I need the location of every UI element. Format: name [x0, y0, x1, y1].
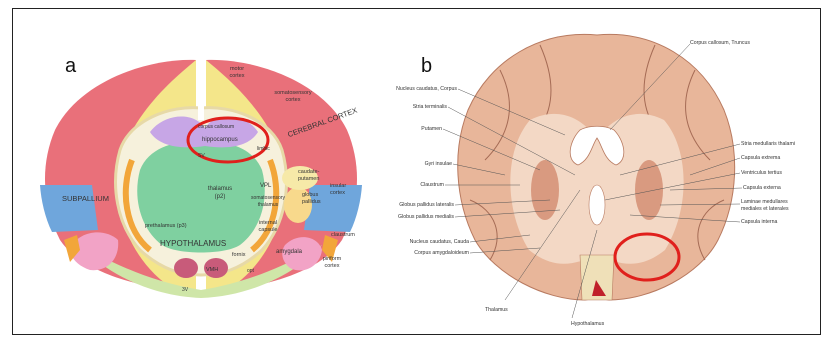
label-b-right-2: Capsula extrema: [741, 155, 780, 161]
label-hypothalamus: HYPOTHALAMUS: [160, 239, 226, 248]
label-b-right-3: Ventriculus tertius: [741, 170, 782, 176]
third-ventricle: [589, 185, 605, 225]
label-b-left-4: Claustrum: [420, 182, 444, 188]
label-b-left-2: Putamen: [421, 126, 442, 132]
label-prethalamus: prethalamus (p3): [145, 223, 187, 229]
label-sv: SV: [198, 153, 205, 159]
label-globus-1: globus: [302, 192, 318, 198]
label-limbic: limbic: [257, 146, 270, 152]
label-vpl: VPL: [260, 183, 272, 189]
label-hippocampus: hippocampus: [202, 137, 238, 143]
label-thalamus-1: thalamus: [208, 186, 232, 192]
label-internal-1: internal: [259, 220, 277, 226]
label-b-right-4: Capsula externa: [743, 185, 781, 191]
label-b-left-8: Corpus amygdaloideum: [414, 250, 469, 256]
subpallium-left: [40, 185, 98, 232]
label-insular-2: cortex: [330, 190, 345, 196]
label-b-left-6: Globus pallidus medialis: [398, 214, 454, 220]
label-somatosensory-1: somatosensory: [274, 90, 312, 96]
label-motor-2: cortex: [230, 73, 245, 79]
label-thalamus-2: (p2): [215, 194, 226, 200]
label-b-right-0: Corpus callosum, Truncus: [690, 40, 750, 46]
label-3v: 3V: [182, 287, 189, 293]
label-amygdala: amygdala: [276, 249, 303, 255]
label-caudate-2: putamen: [298, 176, 319, 182]
label-corpus-callosum: corpus callosum: [198, 124, 234, 130]
label-fornix: fornix: [232, 252, 246, 258]
label-b-right-6: mediales et laterales: [741, 206, 789, 212]
label-b-right-5: Laminae medullares: [741, 199, 788, 205]
label-b-left-3: Gyri insulae: [425, 161, 453, 167]
panel-b-diagram: Nucleus caudatus, Corpus Stria terminali…: [396, 34, 795, 327]
label-b-thalamus: Thalamus: [485, 307, 508, 313]
label-b-left-0: Nucleus caudatus, Corpus: [396, 86, 457, 92]
label-b-left-1: Stria terminalis: [413, 104, 448, 110]
label-insular-1: insular: [330, 183, 346, 189]
label-claustrum: claustrum: [331, 232, 355, 238]
label-b-left-5: Globus pallidus lateralis: [399, 202, 454, 208]
label-somatosensory-thalamus-2: thalamus: [258, 202, 279, 208]
label-somatosensory-2: cortex: [286, 97, 301, 103]
vmh-left: [174, 258, 198, 278]
label-somatosensory-thalamus-1: somatosensory: [251, 195, 285, 201]
label-b-right-1: Stria medullaris thalami: [741, 141, 795, 147]
label-opt: opt: [247, 268, 255, 274]
label-b-hypothalamus: Hypothalamus: [571, 321, 605, 327]
label-piriform-2: cortex: [325, 263, 340, 269]
label-caudate-1: caudate-: [298, 169, 320, 175]
putamen-right: [635, 160, 663, 220]
label-internal-2: capsule: [259, 227, 278, 233]
panel-a-diagram: motor cortex somatosensory cortex CEREBR…: [40, 60, 362, 298]
label-subpallium: SUBPALLIUM: [62, 194, 109, 203]
label-b-right-7: Capsula interna: [741, 219, 777, 225]
label-vmh: VMH: [206, 267, 218, 273]
label-b-left-7: Nucleus caudatus, Cauda: [410, 239, 470, 245]
label-motor-1: motor: [230, 66, 244, 72]
label-globus-2: pallidus: [302, 199, 321, 205]
label-piriform-1: piriform: [323, 256, 342, 262]
